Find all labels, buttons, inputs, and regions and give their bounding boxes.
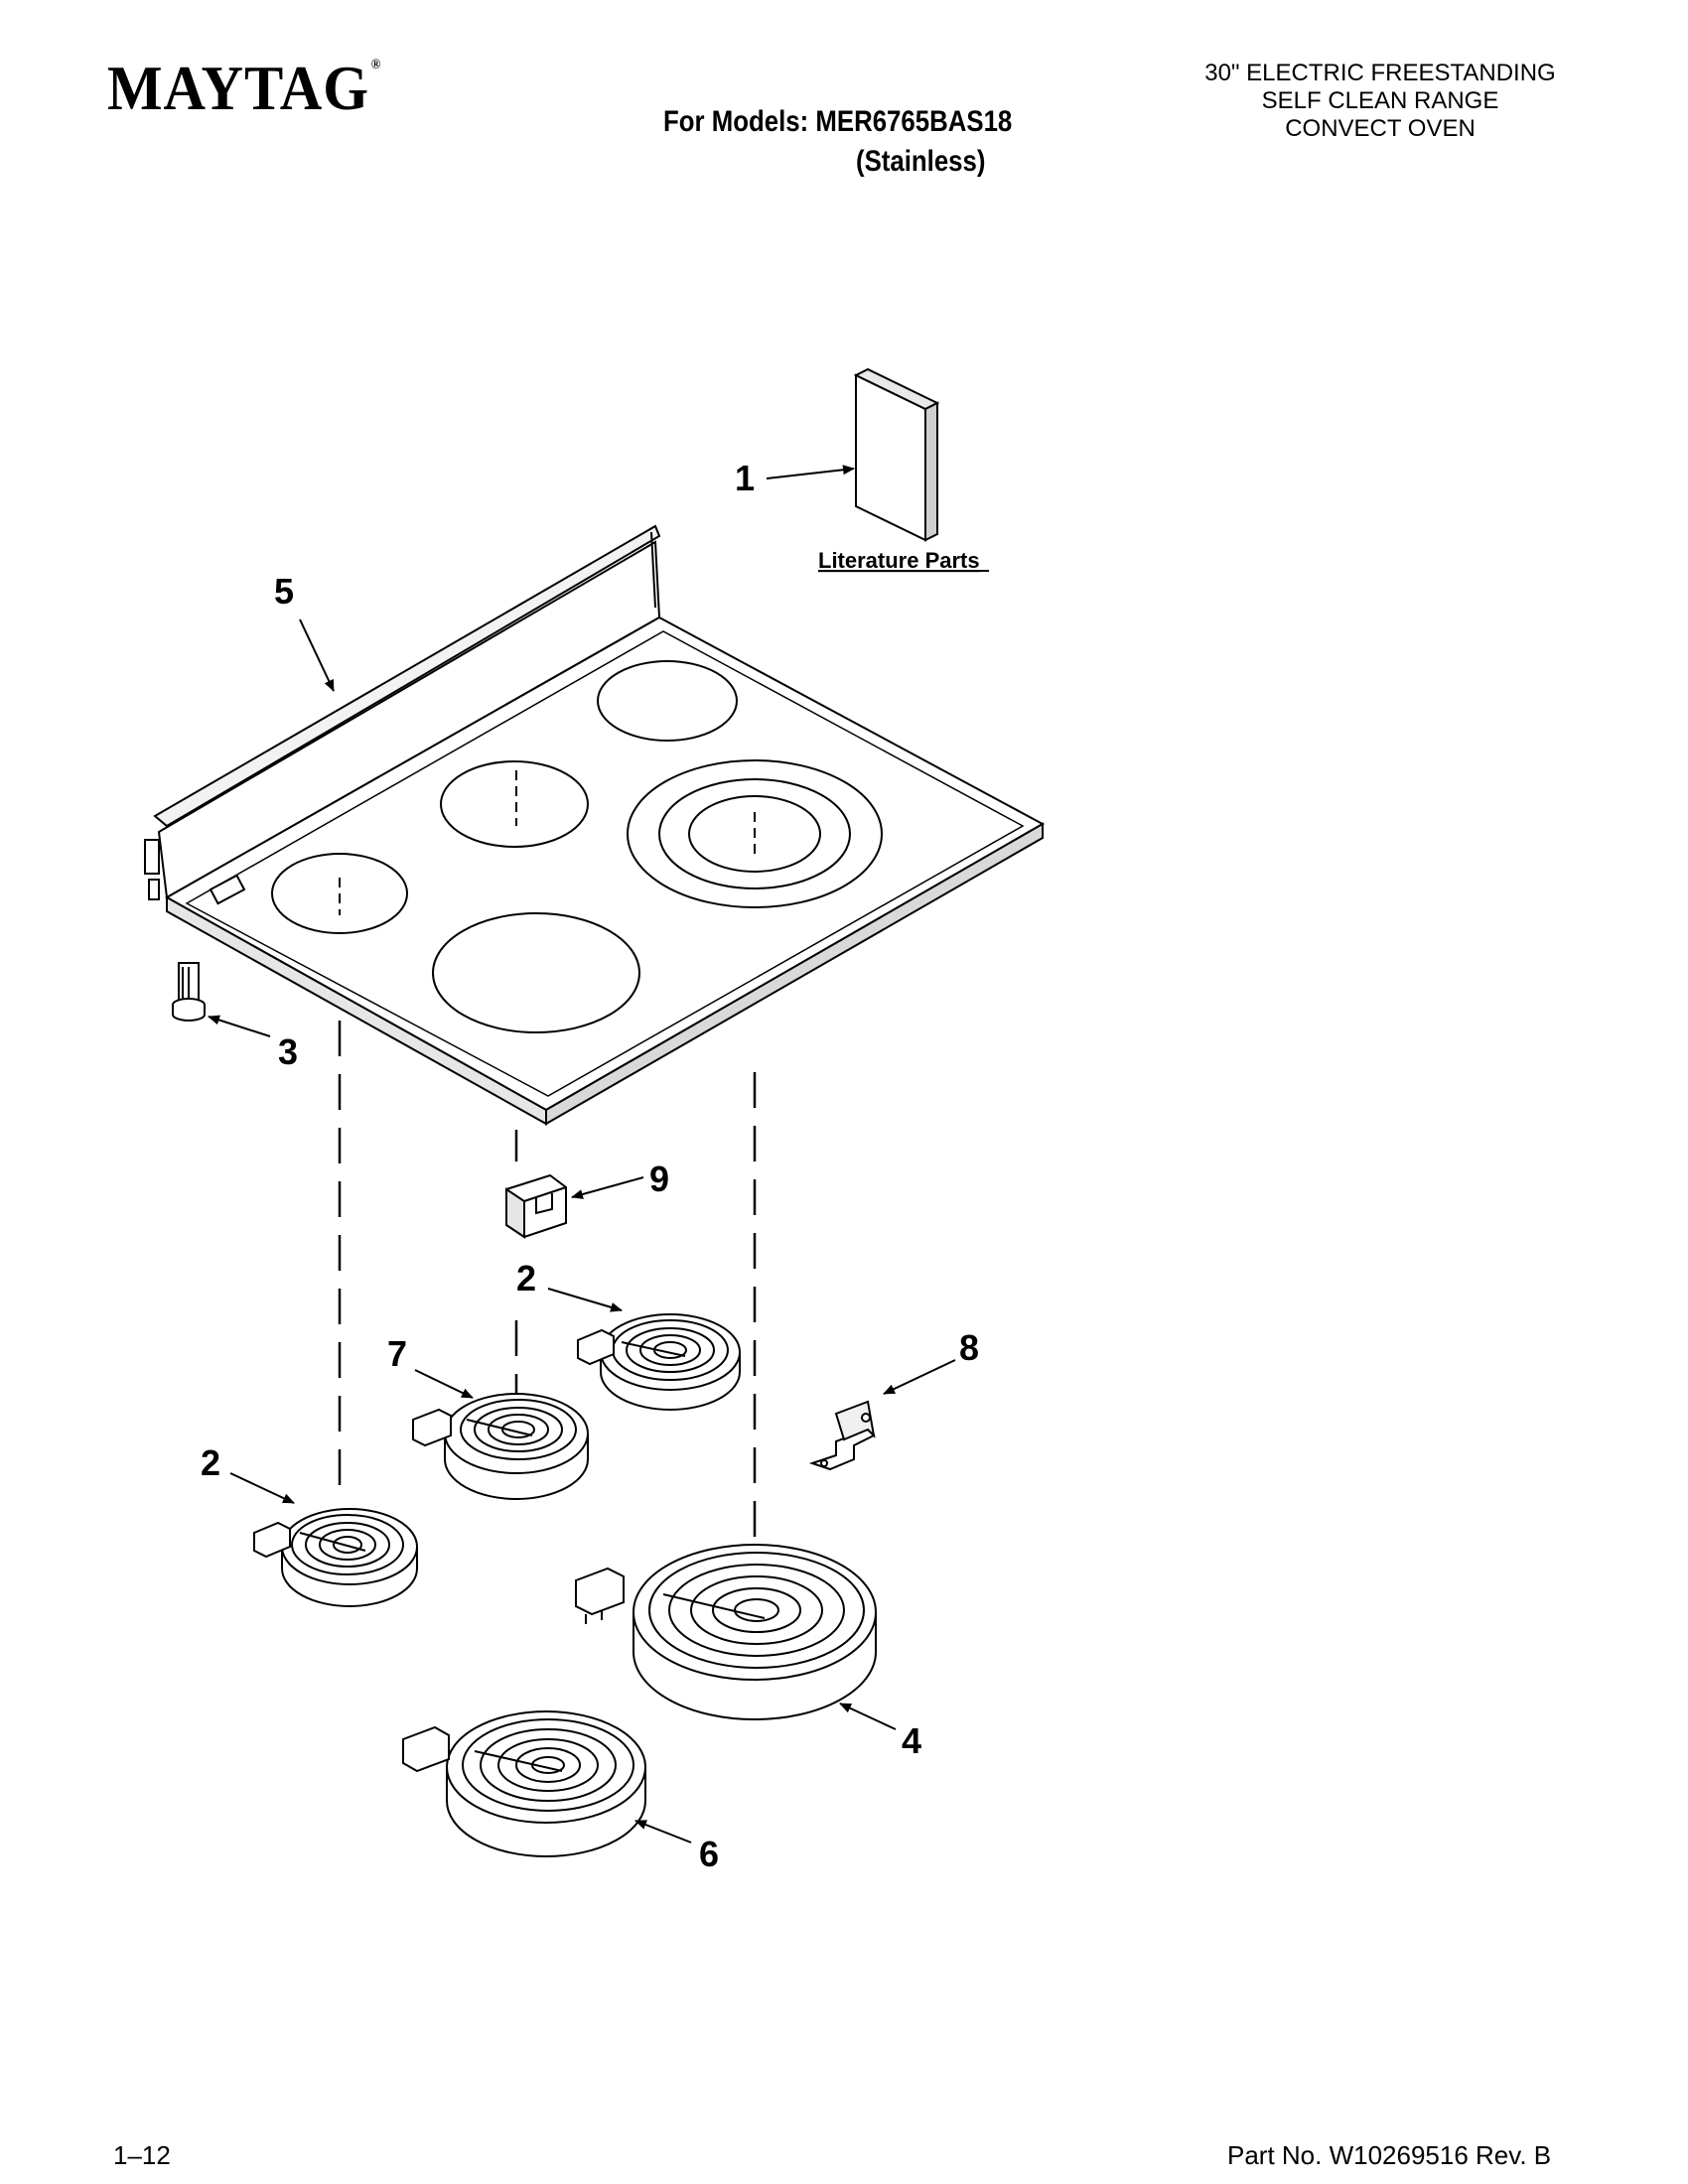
radiant-element-large xyxy=(402,1710,646,1857)
brand-logo: MAYTAG® xyxy=(107,53,382,123)
product-description: 30" ELECTRIC FREESTANDING SELF CLEAN RAN… xyxy=(1172,60,1589,143)
callout-4: 4 xyxy=(902,1720,921,1761)
callout-8: 8 xyxy=(959,1327,979,1368)
radiant-element-medium xyxy=(412,1393,589,1500)
callout-2-upper: 2 xyxy=(516,1258,536,1298)
callout-6: 6 xyxy=(699,1834,719,1874)
models-line: For Models: MER6765BAS18 xyxy=(663,105,1013,138)
callout-1: 1 xyxy=(735,458,755,498)
literature-booklet xyxy=(853,367,940,542)
callout-arrows xyxy=(208,465,956,1843)
product-line-1: 30" ELECTRIC FREESTANDING xyxy=(1204,60,1556,86)
product-line-2: SELF CLEAN RANGE xyxy=(1261,87,1499,114)
literature-parts-label: Literature Parts xyxy=(818,548,980,573)
bracket-part xyxy=(808,1400,876,1471)
part-number: Part No. W10269516 Rev. B xyxy=(1227,2140,1552,2170)
cooktop-main-top xyxy=(144,524,1046,1126)
radiant-element-small-upper xyxy=(577,1313,741,1411)
spacer-block xyxy=(505,1173,567,1239)
radiant-element-dual-large xyxy=(575,1544,877,1720)
callout-9: 9 xyxy=(649,1159,669,1199)
page-number: 1–12 xyxy=(113,2140,171,2170)
models-finish: (Stainless) xyxy=(856,145,986,178)
product-line-3: CONVECT OVEN xyxy=(1285,115,1476,142)
callout-7: 7 xyxy=(387,1333,407,1374)
alignment-lines xyxy=(338,1021,757,1628)
callout-5: 5 xyxy=(274,571,294,612)
element-markings xyxy=(271,660,883,1033)
callout-3: 3 xyxy=(278,1031,298,1072)
leveler-part xyxy=(172,962,206,1022)
radiant-element-small-lower xyxy=(253,1508,418,1607)
callout-2-lower: 2 xyxy=(201,1442,220,1483)
